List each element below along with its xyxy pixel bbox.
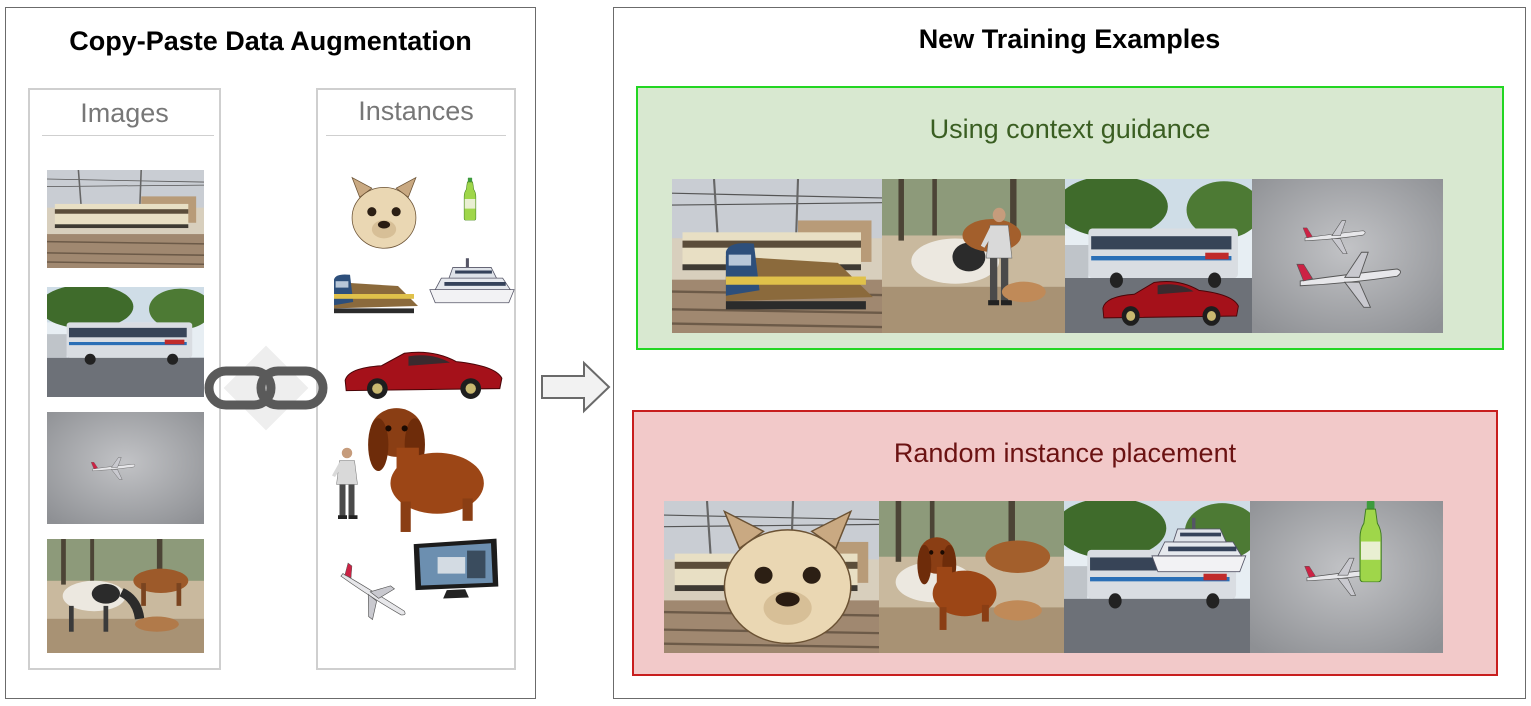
image-train [47, 170, 204, 268]
chain-link-icon [201, 323, 331, 453]
instances-column-header: Instances [358, 96, 474, 126]
images-column: Images [28, 88, 221, 670]
image-bus [47, 287, 204, 397]
right-panel: New Training Examples Using context guid… [613, 7, 1526, 699]
random-example-horses [879, 501, 1064, 653]
context-example-bus [1065, 179, 1252, 333]
image-horses [47, 539, 204, 653]
right-panel-title: New Training Examples [918, 24, 1221, 54]
images-column-header: Images [80, 98, 169, 128]
random-placement-title: Random instance placement [893, 438, 1237, 468]
images-header-divider [42, 135, 214, 136]
context-example-train [672, 179, 882, 333]
context-example-horses [882, 179, 1065, 333]
instances-column: Instances [316, 88, 516, 670]
instance-monitor [410, 535, 502, 603]
random-example-sky [1250, 501, 1443, 653]
left-panel: Copy-Paste Data Augmentation Images [5, 7, 536, 699]
image-airplane [47, 412, 204, 524]
context-guidance-section: Using context guidance [636, 86, 1504, 350]
instance-dachshund [366, 402, 488, 534]
instance-person [332, 440, 362, 526]
random-example-bus [1064, 501, 1250, 653]
instance-airplane [332, 560, 414, 630]
context-example-sky [1252, 179, 1443, 333]
left-panel-title: Copy-Paste Data Augmentation [69, 26, 472, 56]
right-arrow-icon [540, 360, 612, 414]
context-guidance-title: Using context guidance [929, 114, 1211, 144]
instance-car [340, 345, 506, 401]
instances-header-divider [326, 135, 506, 136]
random-placement-section: Random instance placement [632, 410, 1498, 676]
random-example-train [664, 501, 879, 653]
instance-dog-head [346, 170, 422, 258]
instance-locomotive [326, 270, 422, 318]
instance-bottle [462, 175, 478, 223]
instance-boat [426, 253, 518, 311]
